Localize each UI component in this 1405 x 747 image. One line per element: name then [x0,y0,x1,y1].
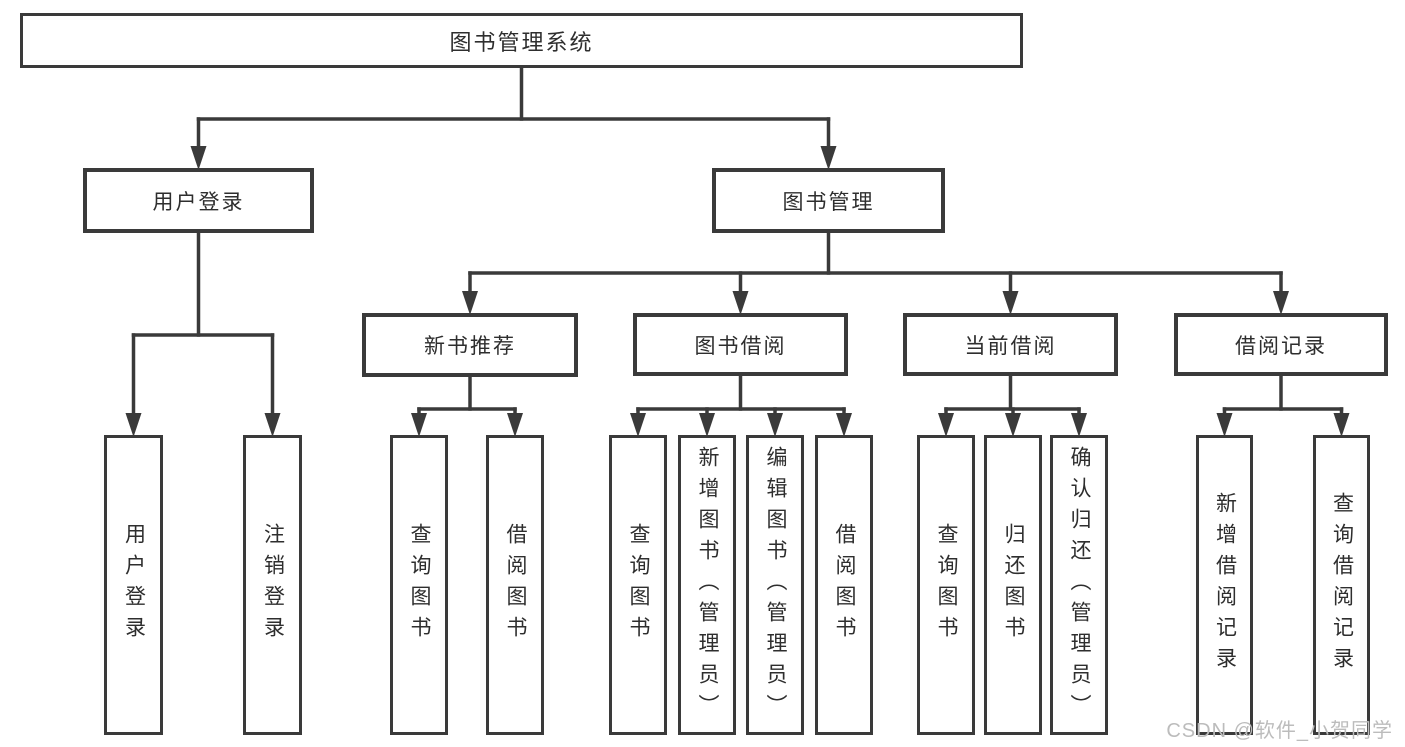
node-leaf-record-add: 新增借阅记录 [1196,435,1253,735]
arrowhead-icon [1002,291,1019,315]
edge-book-borrow [630,374,852,437]
node-leaf-logout: 注销登录 [243,435,302,735]
node-leaf-record-query: 查询借阅记录 [1313,435,1370,735]
node-current-borrow: 当前借阅 [903,313,1118,376]
arrowhead-icon [1333,413,1350,437]
arrowhead-icon [507,413,523,437]
node-leaf-bor-edit: 编辑图书（管理员） [746,435,804,735]
arrowhead-icon [190,146,207,170]
node-root: 图书管理系统 [20,13,1023,68]
arrowhead-icon [699,413,715,437]
edge-new-book-rec [411,375,523,437]
node-book-mgmt: 图书管理 [712,168,945,233]
node-leaf-rec-borrow: 借阅图书 [486,435,544,735]
node-leaf-rec-query: 查询图书 [390,435,448,735]
arrowhead-icon [264,413,281,437]
node-new-book-rec: 新书推荐 [362,313,578,377]
arrowhead-icon [732,291,749,315]
arrowhead-icon [1216,413,1233,437]
node-leaf-bor-query: 查询图书 [609,435,667,735]
node-leaf-cur-query: 查询图书 [917,435,975,735]
arrowhead-icon [938,413,954,437]
edge-current-borrow [938,374,1087,437]
node-leaf-bor-add: 新增图书（管理员） [678,435,736,735]
edge-root [190,66,837,170]
node-leaf-bor-borrow: 借阅图书 [815,435,873,735]
arrowhead-icon [1005,413,1021,437]
arrowhead-icon [125,413,142,437]
node-leaf-user-login: 用户登录 [104,435,163,735]
edge-book-mgmt [462,231,1289,315]
arrowhead-icon [411,413,427,437]
node-user-login: 用户登录 [83,168,314,233]
node-leaf-cur-confirm: 确认归还（管理员） [1050,435,1108,735]
arrowhead-icon [820,146,837,170]
arrowhead-icon [462,291,478,315]
edge-borrow-records [1216,374,1350,437]
arrowhead-icon [630,413,646,437]
node-borrow-records: 借阅记录 [1174,313,1388,376]
arrowhead-icon [836,413,852,437]
edge-user-login [125,231,281,437]
node-leaf-cur-return: 归还图书 [984,435,1042,735]
arrowhead-icon [767,413,783,437]
node-book-borrow: 图书借阅 [633,313,848,376]
arrowhead-icon [1071,413,1087,437]
arrowhead-icon [1273,291,1289,315]
